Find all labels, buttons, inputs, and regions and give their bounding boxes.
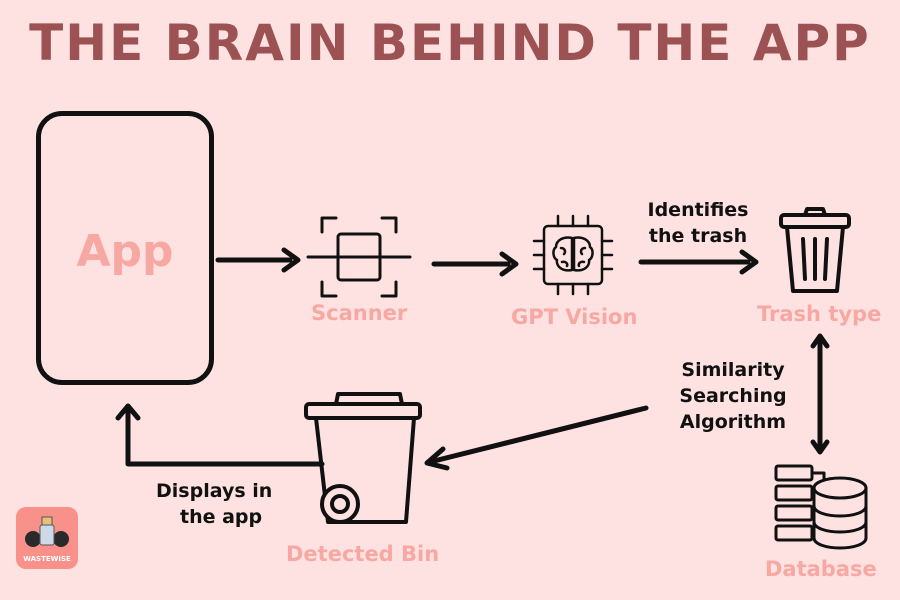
identifies-line-2: the trash [648, 225, 748, 247]
similarity-line-2: Searching [679, 385, 787, 407]
trash-can-icon [779, 207, 851, 293]
similarity-line-1: Similarity [681, 359, 785, 381]
database-icon [774, 464, 868, 550]
identifies-line-1: Identifies [647, 199, 749, 221]
scanner-label: Scanner [311, 301, 408, 325]
page-title: THE BRAIN BEHIND THE APP [29, 14, 871, 72]
gpt-vision-label: GPT Vision [511, 305, 638, 329]
app-label: App [76, 226, 174, 277]
brain-chip-icon [532, 214, 614, 296]
wastewise-logo: WASTEWISE [16, 507, 78, 569]
database-label: Database [765, 557, 877, 581]
similarity-label: Similarity Searching Algorithm [658, 357, 808, 435]
detected-bin-label: Detected Bin [286, 542, 440, 566]
scanner-icon [306, 216, 412, 298]
trash-type-label: Trash type [757, 302, 882, 326]
identifies-label: Identifies the trash [628, 197, 768, 249]
app-phone-frame: App [36, 111, 214, 385]
displays-line-2: the app [180, 506, 263, 528]
logo-bins-icon [25, 516, 69, 547]
displays-label: Displays in the app [140, 478, 310, 530]
arrow-bin-to-app [125, 409, 325, 467]
logo-text: WASTEWISE [23, 555, 71, 563]
similarity-line-3: Algorithm [679, 411, 787, 433]
wheelie-bin-icon [304, 392, 422, 524]
arrow-similarity-to-bin [427, 405, 649, 465]
displays-line-1: Displays in [156, 480, 273, 502]
